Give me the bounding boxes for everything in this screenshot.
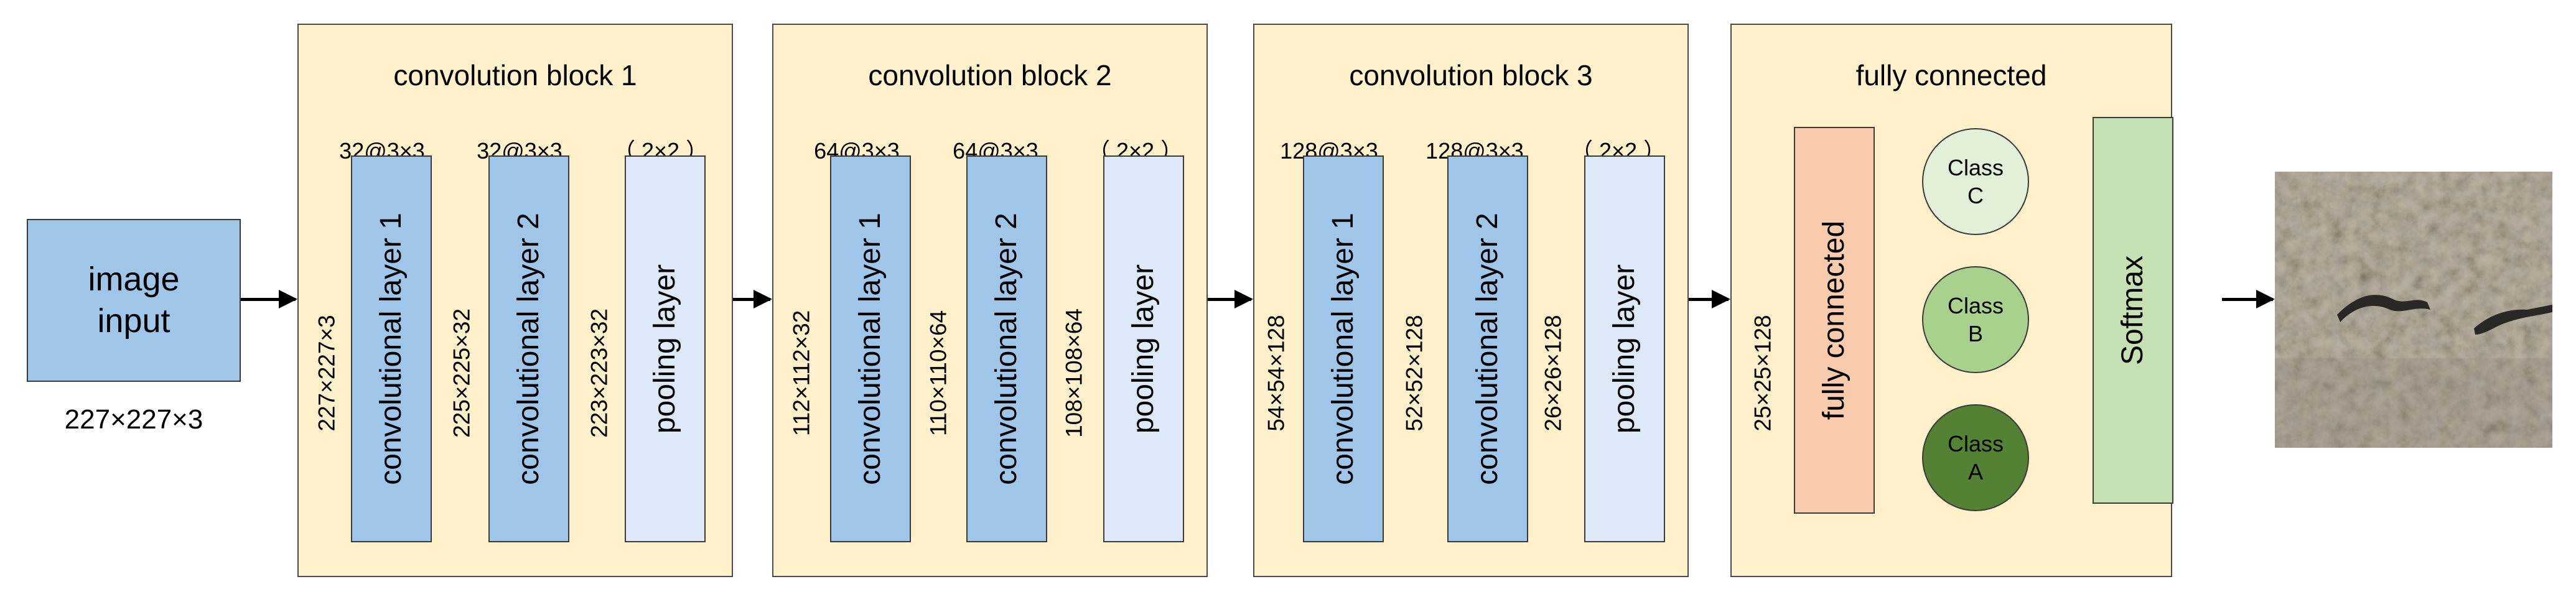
block-title: convolution block 3	[1349, 59, 1593, 91]
softmax-layer: Softmax	[2093, 117, 2173, 504]
conv-layer-2: convolutional layer 2	[488, 155, 569, 542]
image-input-label-line2: input	[97, 302, 170, 340]
convolution-block-1: convolution block 1 227×227×3 32@3×3 con…	[297, 24, 733, 577]
image-input-label-line1: image	[88, 260, 180, 298]
block-title: fully connected	[1855, 59, 2047, 91]
conv-layer-1: convolutional layer 1	[830, 155, 911, 542]
dimension-label-input: 227×227×3	[314, 315, 340, 432]
pooling-layer: pooling layer	[1584, 155, 1665, 542]
fully-connected-layer: fully connected	[1794, 127, 1875, 514]
block-title: convolution block 1	[393, 59, 637, 91]
dimension-label-conv1-out: 110×110×64	[925, 310, 951, 437]
dimension-label-conv1-out: 225×225×32	[449, 308, 475, 438]
conv-layer-1: convolutional layer 1	[1303, 155, 1384, 542]
conv-layer-2: convolutional layer 2	[966, 155, 1047, 542]
pooling-layer: pooling layer	[1103, 155, 1184, 542]
dimension-label-conv2-out: 26×26×128	[1540, 315, 1566, 432]
arrow-block2-to-block3	[1208, 290, 1253, 308]
arrow-input-to-block1	[241, 290, 297, 308]
image-input-box: image input	[27, 219, 241, 382]
dimension-label-conv1-out: 52×52×128	[1401, 315, 1427, 432]
pooling-layer: pooling layer	[625, 155, 706, 542]
convolution-block-2: convolution block 2 112×112×32 64@3×3 co…	[772, 24, 1208, 577]
conv-layer-1: convolutional layer 1	[351, 155, 432, 542]
arrow-block1-to-block2	[733, 290, 772, 308]
block-title: convolution block 2	[868, 59, 1112, 91]
conv-layer-2: convolutional layer 2	[1447, 155, 1528, 542]
dimension-label-input: 25×25×128	[1750, 315, 1776, 432]
convolution-block-3: convolution block 3 54×54×128 128@3×3 co…	[1253, 24, 1689, 577]
image-input-size: 227×227×3	[64, 404, 203, 435]
stone-crack-texture-image	[2275, 172, 2552, 448]
arrow-fc-to-output	[2222, 290, 2275, 308]
dimension-label-conv2-out: 223×223×32	[586, 308, 612, 438]
arrow-block3-to-fc	[1689, 290, 1730, 308]
fully-connected-block: fully connected 25×25×128 fully connecte…	[1730, 24, 2173, 577]
dimension-label-input: 54×54×128	[1263, 315, 1289, 432]
dimension-label-input: 112×112×32	[788, 310, 814, 437]
dimension-label-conv2-out: 108×108×64	[1061, 308, 1087, 438]
